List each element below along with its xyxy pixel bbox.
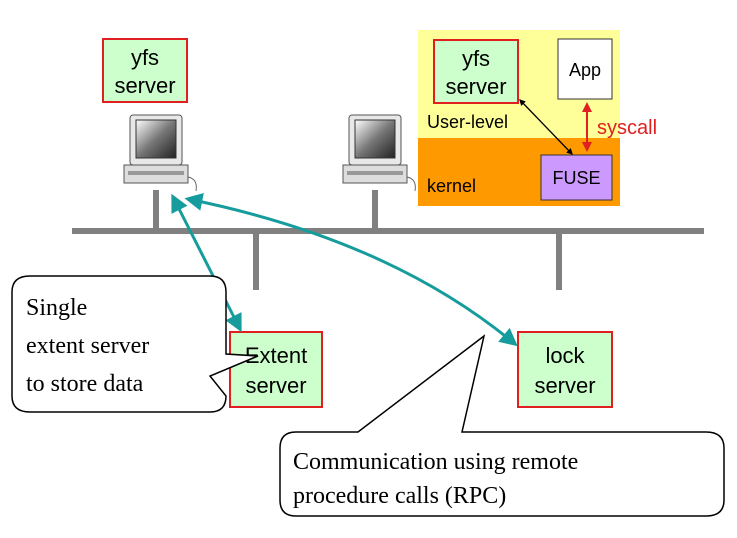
extent-callout-line3: to store data — [26, 371, 144, 397]
lock-server-line1: lock — [545, 343, 585, 368]
yfs-server-right-line1: yfs — [462, 46, 490, 71]
app-label: App — [569, 60, 601, 80]
lock-server-line2: server — [534, 373, 595, 398]
yfs-server-left-line1: yfs — [131, 45, 159, 70]
rpc-callout: Communication using remote procedure cal… — [279, 334, 725, 517]
extent-server-line2: server — [245, 373, 306, 398]
yfs-server-box-left: yfs server — [102, 38, 188, 103]
extent-callout: Single extent server to store data — [11, 275, 259, 413]
rpc-arrow-lock — [184, 193, 518, 347]
syscall-label: syscall — [597, 117, 657, 139]
yfs-server-right-line2: server — [445, 74, 506, 99]
app-box: App — [557, 38, 613, 100]
extent-callout-line1: Single — [26, 295, 87, 321]
fuse-label: FUSE — [552, 168, 600, 188]
rpc-callout-line1: Communication using remote — [293, 449, 578, 475]
user-level-label: User-level — [427, 112, 508, 132]
rpc-callout-line2: procedure calls (RPC) — [293, 483, 506, 509]
fuse-box: FUSE — [540, 154, 613, 201]
computer-icon — [342, 114, 416, 192]
yfs-server-box-right: yfs server — [433, 39, 519, 104]
extent-server-box: Extent server — [229, 331, 323, 408]
kernel-label: kernel — [427, 176, 476, 196]
computer-icon — [123, 114, 197, 192]
yfs-fuse-arrow — [519, 99, 573, 155]
extent-callout-line2: extent server — [26, 333, 149, 359]
lock-server-box: lock server — [517, 331, 613, 408]
yfs-server-left-line2: server — [114, 73, 175, 98]
